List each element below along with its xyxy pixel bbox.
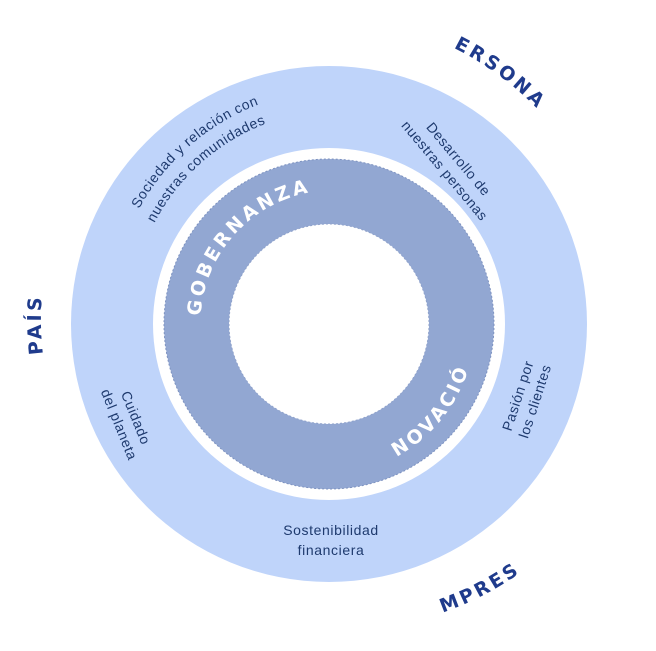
topic-sostenibilidad-line2: financiera: [298, 542, 365, 558]
center-circle: [228, 223, 430, 425]
topic-sostenibilidad: Sostenibilidad financiera: [283, 522, 379, 558]
pillar-pais: PAÍS: [23, 294, 48, 356]
topic-sostenibilidad-line1: Sostenibilidad: [283, 522, 379, 538]
